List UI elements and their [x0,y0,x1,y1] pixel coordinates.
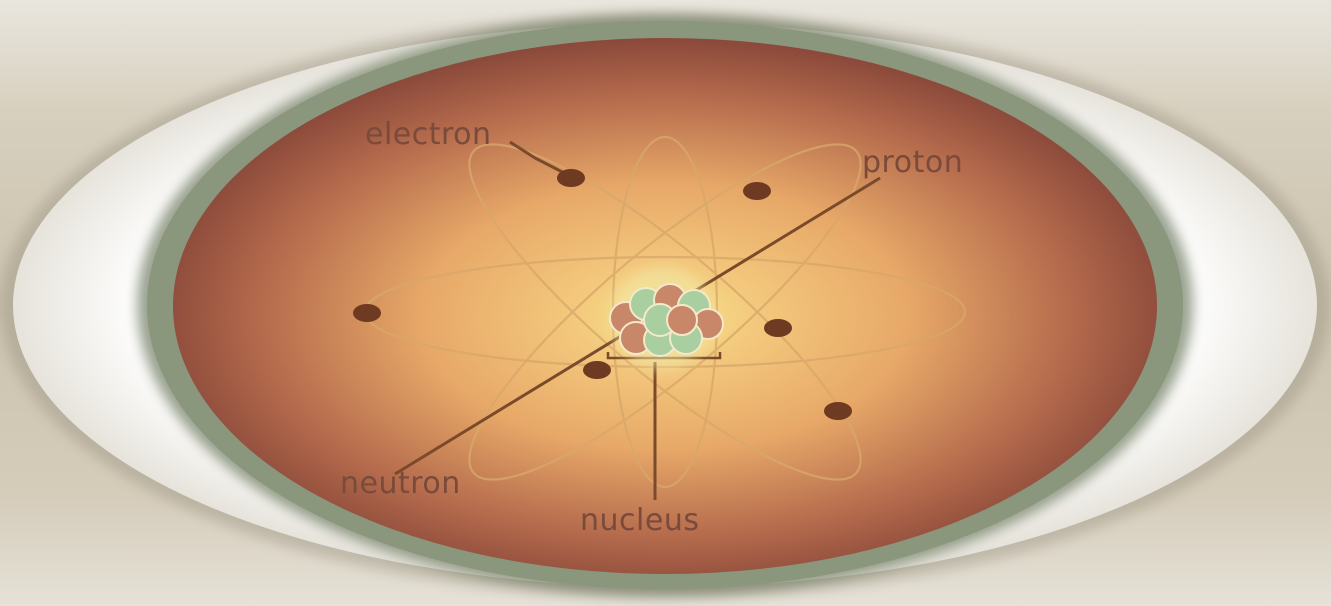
nucleus-label: nucleus [580,503,699,538]
electron-dot [557,169,585,187]
neutron-label: neutron [340,466,461,501]
electron-label: electron [365,117,492,152]
proton-label: proton [862,145,963,180]
electron-dot [764,319,792,337]
electron-dot [353,304,381,322]
electron-dot [583,361,611,379]
proton-particle [667,305,697,335]
electron-dot [824,402,852,420]
electron-dot [743,182,771,200]
